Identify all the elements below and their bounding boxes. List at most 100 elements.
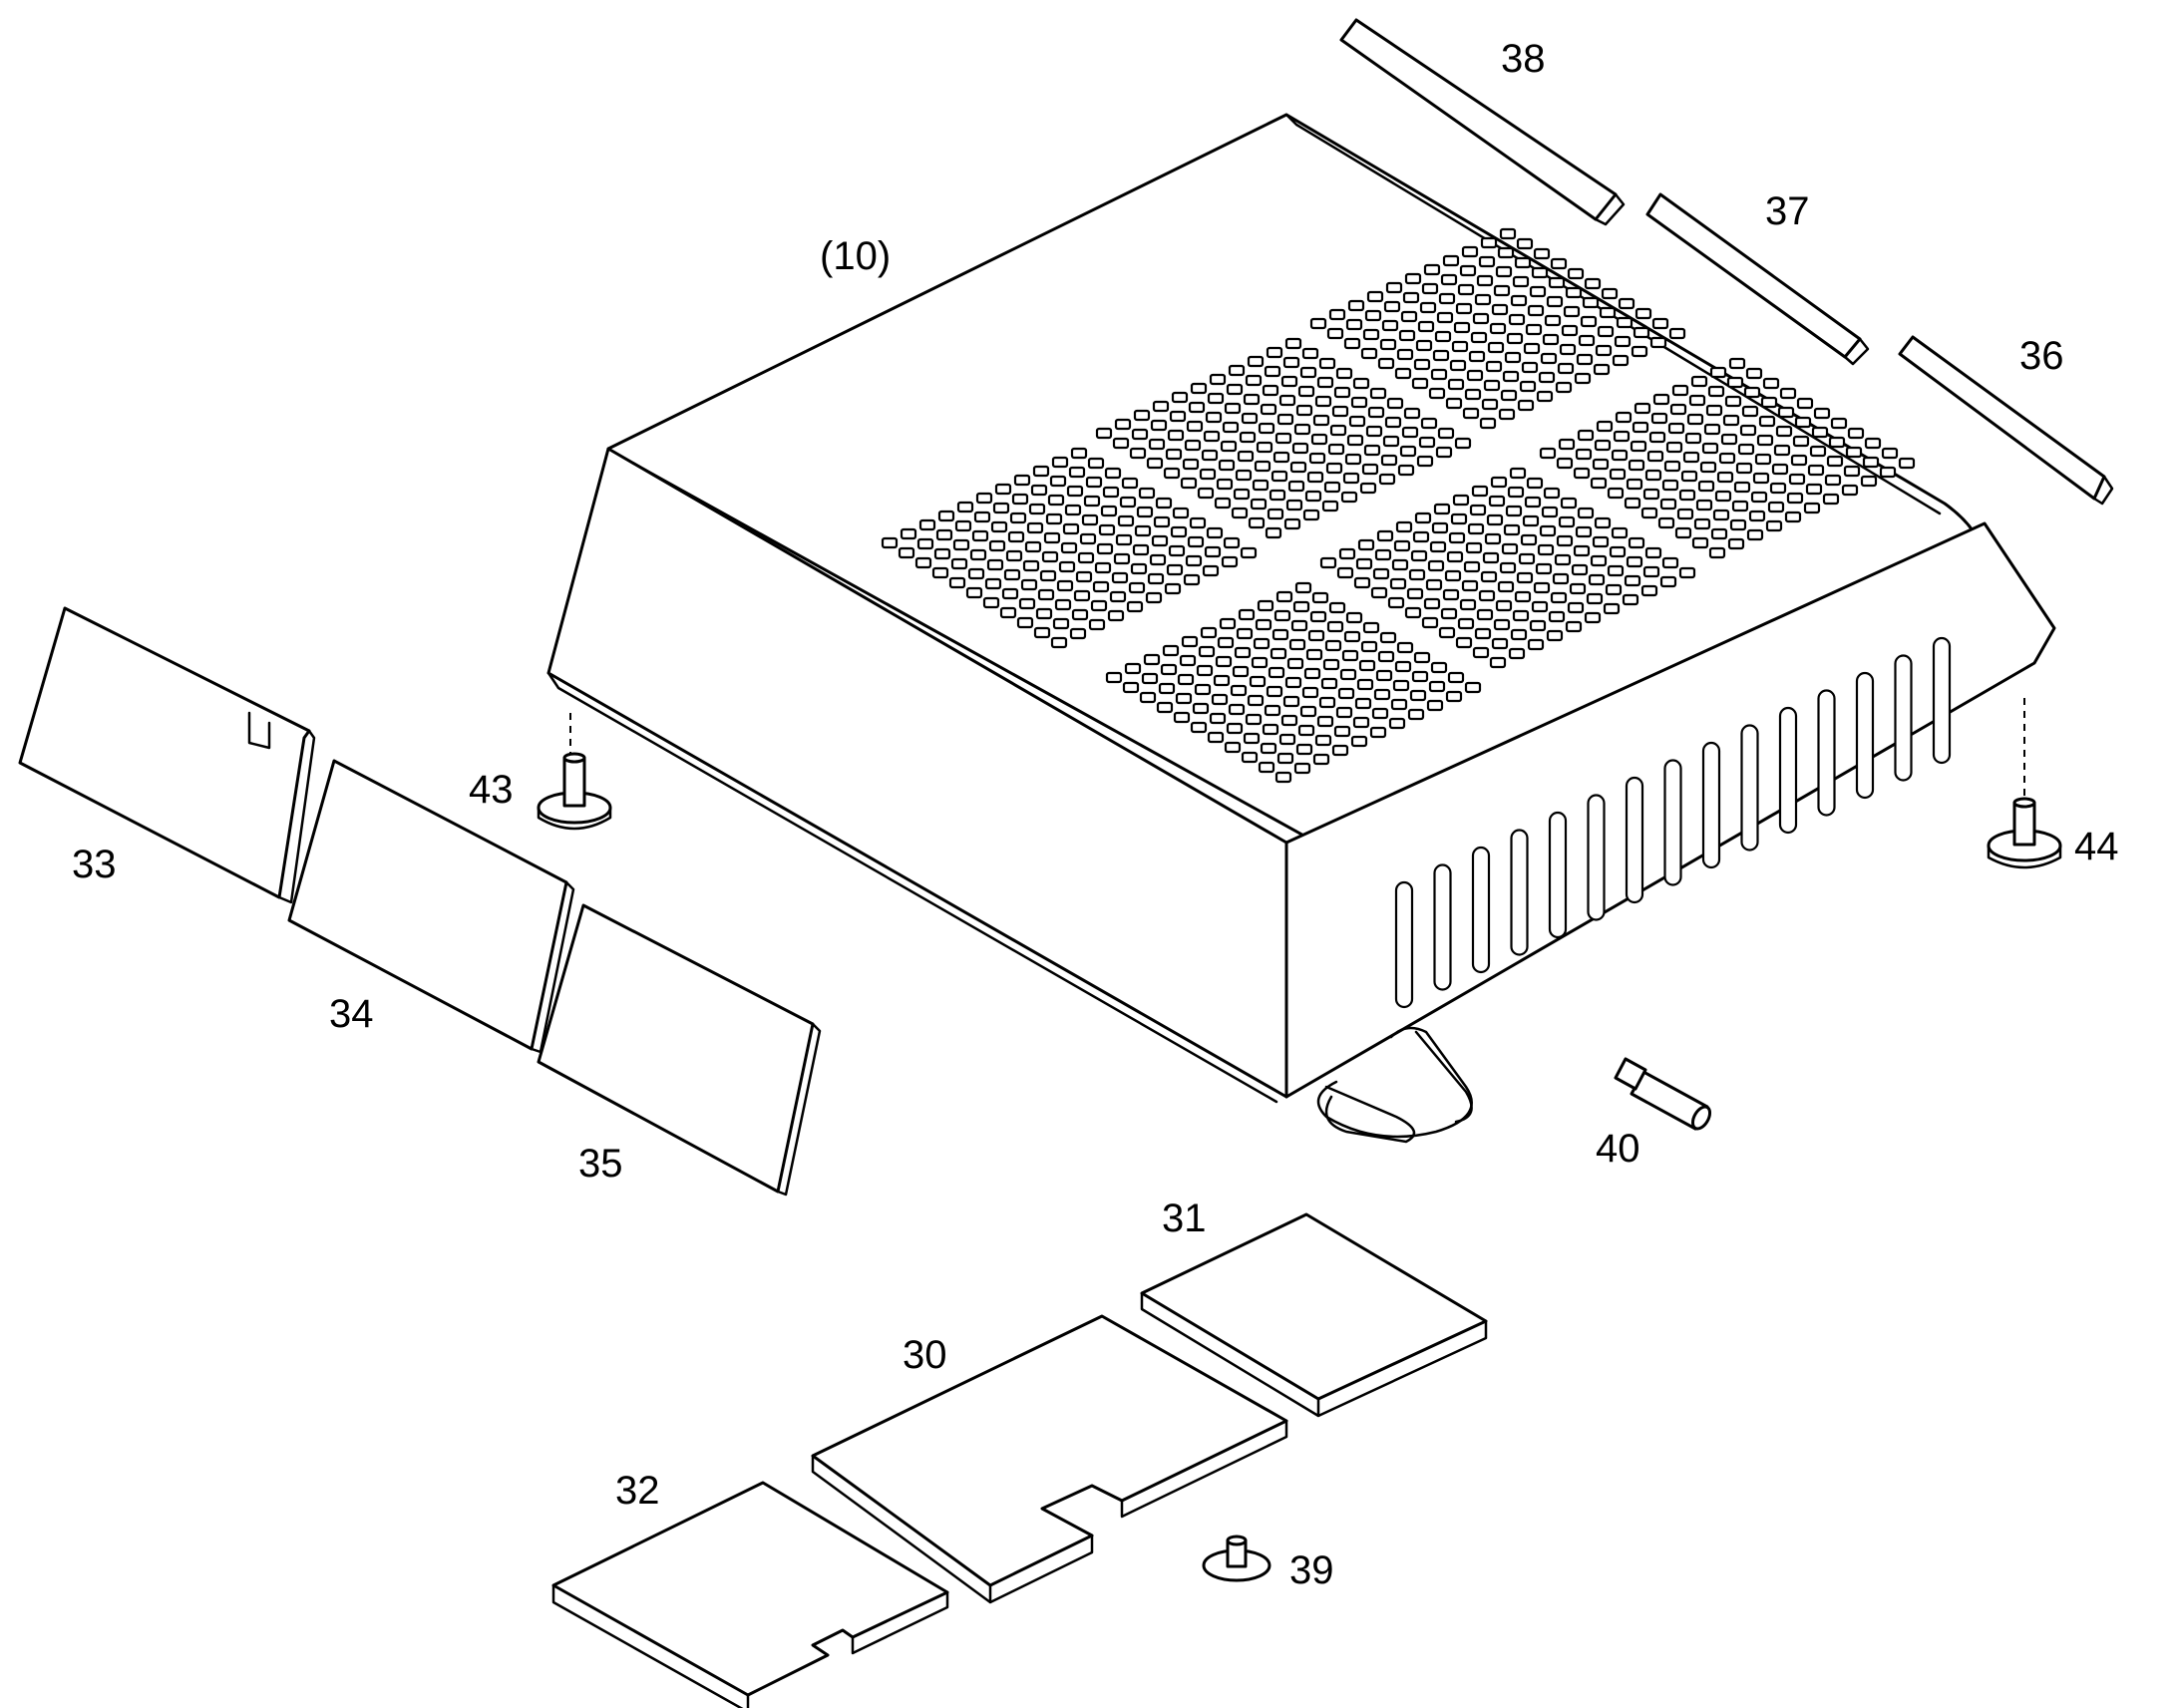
vent-hole [1514, 256, 1532, 269]
vent-hole [1590, 554, 1608, 567]
vent-hole [1427, 559, 1445, 572]
vent-hole [1478, 255, 1496, 268]
vent-hole [1390, 698, 1408, 711]
vent-hole [1578, 334, 1596, 347]
vent-hole [1406, 587, 1424, 600]
vent-hole [1184, 439, 1202, 452]
vent-hole [1408, 568, 1426, 581]
label-40: 40 [1596, 1127, 1640, 1171]
vent-hole [1133, 409, 1151, 422]
vent-hole [1115, 533, 1133, 546]
vent-hole [1237, 450, 1255, 463]
vent-hole [918, 518, 936, 531]
vent-hole [1758, 415, 1776, 428]
vent-hole [1311, 591, 1329, 604]
vent-hole [1399, 445, 1417, 458]
vent-hole [1437, 427, 1455, 440]
vent-hole [1533, 581, 1551, 594]
vent-hole [1510, 294, 1528, 307]
vent-hole [1803, 502, 1821, 514]
vent-hole [1190, 721, 1208, 734]
vent-hole [1733, 481, 1751, 494]
vent-hole [1254, 460, 1272, 473]
vent-hole [1404, 272, 1422, 285]
vent-hole [1550, 257, 1568, 270]
vent-hole [1211, 693, 1229, 706]
vent-hole [1826, 455, 1844, 468]
vent-hole [1607, 564, 1625, 577]
vent-hole [1233, 488, 1251, 501]
vent-hole [1056, 579, 1074, 592]
vent-hole [1274, 771, 1292, 784]
vent-hole [1092, 580, 1110, 593]
vent-hole [1362, 621, 1380, 634]
vent-hole [1324, 639, 1342, 652]
vent-field [1539, 357, 1916, 559]
vent-hole [1068, 466, 1086, 479]
label-30: 30 [903, 1333, 947, 1377]
part-36-strip [1898, 335, 2114, 506]
vent-hole [1309, 610, 1327, 623]
vent-hole [1337, 687, 1355, 700]
vent-hole [1035, 607, 1053, 620]
label-43: 43 [469, 768, 514, 812]
vent-hole [1320, 677, 1338, 690]
vent-hole [1347, 299, 1365, 312]
vent-hole [1509, 467, 1527, 480]
vent-hole [1226, 722, 1244, 735]
vent-hole [1448, 531, 1466, 544]
vent-hole [1058, 560, 1076, 573]
vent-hole [1690, 375, 1708, 388]
vent-hole [1784, 511, 1802, 523]
vent-hole [1813, 407, 1831, 420]
vent-hole [1016, 616, 1034, 629]
vent-hole [1491, 303, 1509, 316]
vent-hole [1215, 655, 1233, 668]
vent-hole [1501, 542, 1519, 555]
vent-hole [1464, 388, 1482, 401]
vent-hole [1228, 703, 1246, 716]
vent-hole [1216, 478, 1234, 491]
vent-hole [1792, 435, 1810, 448]
vent-hole [1054, 598, 1072, 611]
vent-hole [1098, 523, 1116, 536]
vent-hole [1003, 568, 1021, 581]
vent-hole [1684, 432, 1702, 445]
vent-hole [1474, 627, 1492, 640]
vent-hole [1336, 566, 1354, 579]
vent-hole [1369, 387, 1387, 400]
vent-hole [1037, 588, 1055, 601]
vent-hole [948, 576, 966, 589]
vent-hole [1258, 422, 1275, 435]
vent-hole [1398, 329, 1416, 342]
vent-hole [1260, 742, 1277, 755]
vent-hole [1529, 285, 1547, 298]
side-slot [1471, 846, 1491, 974]
side-slot [1548, 811, 1568, 939]
vent-hole [1094, 561, 1112, 574]
vent-hole [1414, 512, 1432, 524]
vent-hole [1556, 534, 1574, 547]
vent-hole [952, 538, 970, 551]
vent-hole [1594, 516, 1612, 529]
vent-hole [1426, 699, 1444, 712]
vent-hole [1616, 316, 1634, 329]
vent-hole [1527, 304, 1545, 317]
vent-hole [1297, 724, 1315, 737]
vent-hole [1724, 395, 1742, 408]
vent-hole [1575, 448, 1593, 461]
vent-hole [1287, 480, 1305, 493]
vent-hole [1318, 696, 1336, 709]
vent-hole [1499, 227, 1517, 240]
vent-hole [1045, 512, 1063, 525]
vent-hole [1609, 468, 1627, 481]
vent-hole [1531, 600, 1549, 613]
vent-hole [1365, 425, 1383, 438]
vent-hole [1482, 551, 1500, 564]
vent-hole [1445, 397, 1463, 410]
vent-hole [1573, 467, 1591, 480]
vent-hole [950, 557, 968, 570]
vent-hole [1550, 591, 1568, 604]
vent-hole [1245, 713, 1263, 726]
vent-hole [992, 502, 1010, 514]
